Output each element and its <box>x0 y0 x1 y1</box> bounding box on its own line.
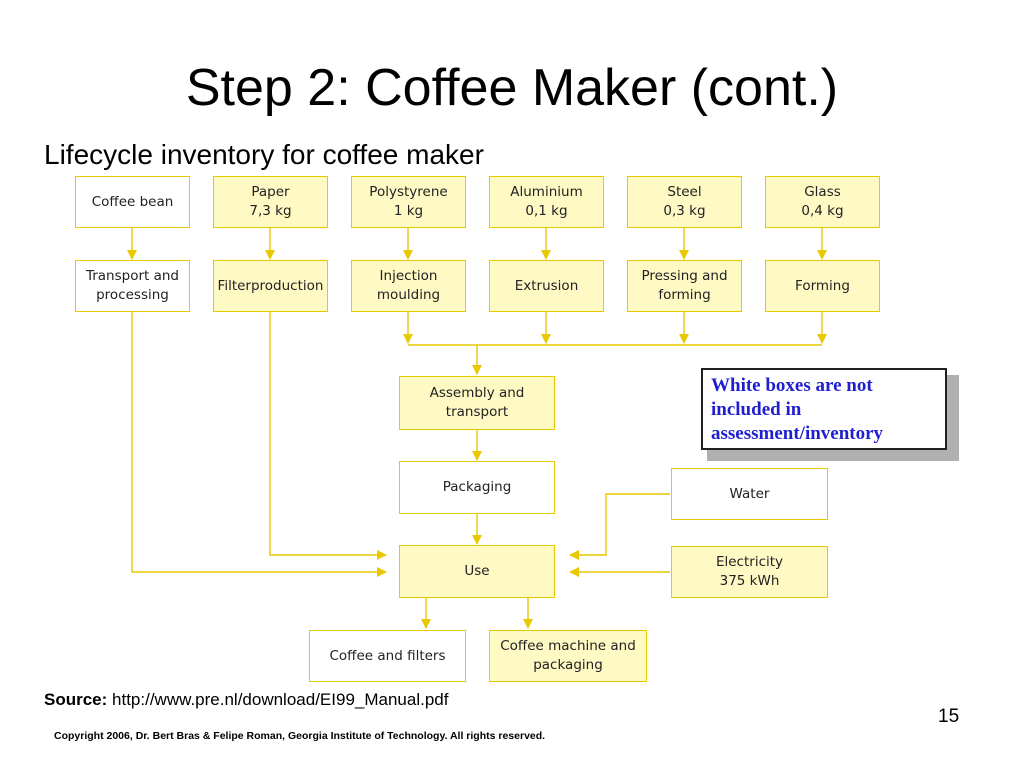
node-assembly-transport: Assembly and transport <box>399 376 555 430</box>
source-url: http://www.pre.nl/download/EI99_Manual.p… <box>112 690 449 709</box>
legend-note: White boxes are not included in assessme… <box>701 368 947 450</box>
node-forming: Forming <box>765 260 880 312</box>
node-use: Use <box>399 545 555 598</box>
node-polystyrene: Polystyrene 1 kg <box>351 176 466 228</box>
node-aluminium: Aluminium 0,1 kg <box>489 176 604 228</box>
node-water: Water <box>671 468 828 520</box>
node-pressing-forming: Pressing and forming <box>627 260 742 312</box>
node-injection-moulding: Injection moulding <box>351 260 466 312</box>
node-transport-processing: Transport and processing <box>75 260 190 312</box>
node-glass: Glass 0,4 kg <box>765 176 880 228</box>
node-coffee-bean: Coffee bean <box>75 176 190 228</box>
source-citation: Source: http://www.pre.nl/download/EI99_… <box>44 689 448 711</box>
node-steel: Steel 0,3 kg <box>627 176 742 228</box>
node-electricity: Electricity 375 kWh <box>671 546 828 598</box>
slide-subtitle: Lifecycle inventory for coffee maker <box>44 139 484 170</box>
page-number: 15 <box>938 706 960 727</box>
node-packaging: Packaging <box>399 461 555 514</box>
copyright-notice: Copyright 2006, Dr. Bert Bras & Felipe R… <box>54 730 546 742</box>
source-label: Source: <box>44 690 108 709</box>
node-machine-packaging: Coffee machine and packaging <box>489 630 647 682</box>
node-extrusion: Extrusion <box>489 260 604 312</box>
arrow-filter-to-use <box>269 312 387 560</box>
arrow-water-to-use <box>569 493 670 560</box>
arrow-transport-to-use <box>131 312 387 577</box>
node-coffee-and-filters: Coffee and filters <box>309 630 466 682</box>
node-filterproduction: Filterproduction <box>213 260 328 312</box>
slide-title: Step 2: Coffee Maker (cont.) <box>185 59 839 117</box>
node-paper: Paper 7,3 kg <box>213 176 328 228</box>
